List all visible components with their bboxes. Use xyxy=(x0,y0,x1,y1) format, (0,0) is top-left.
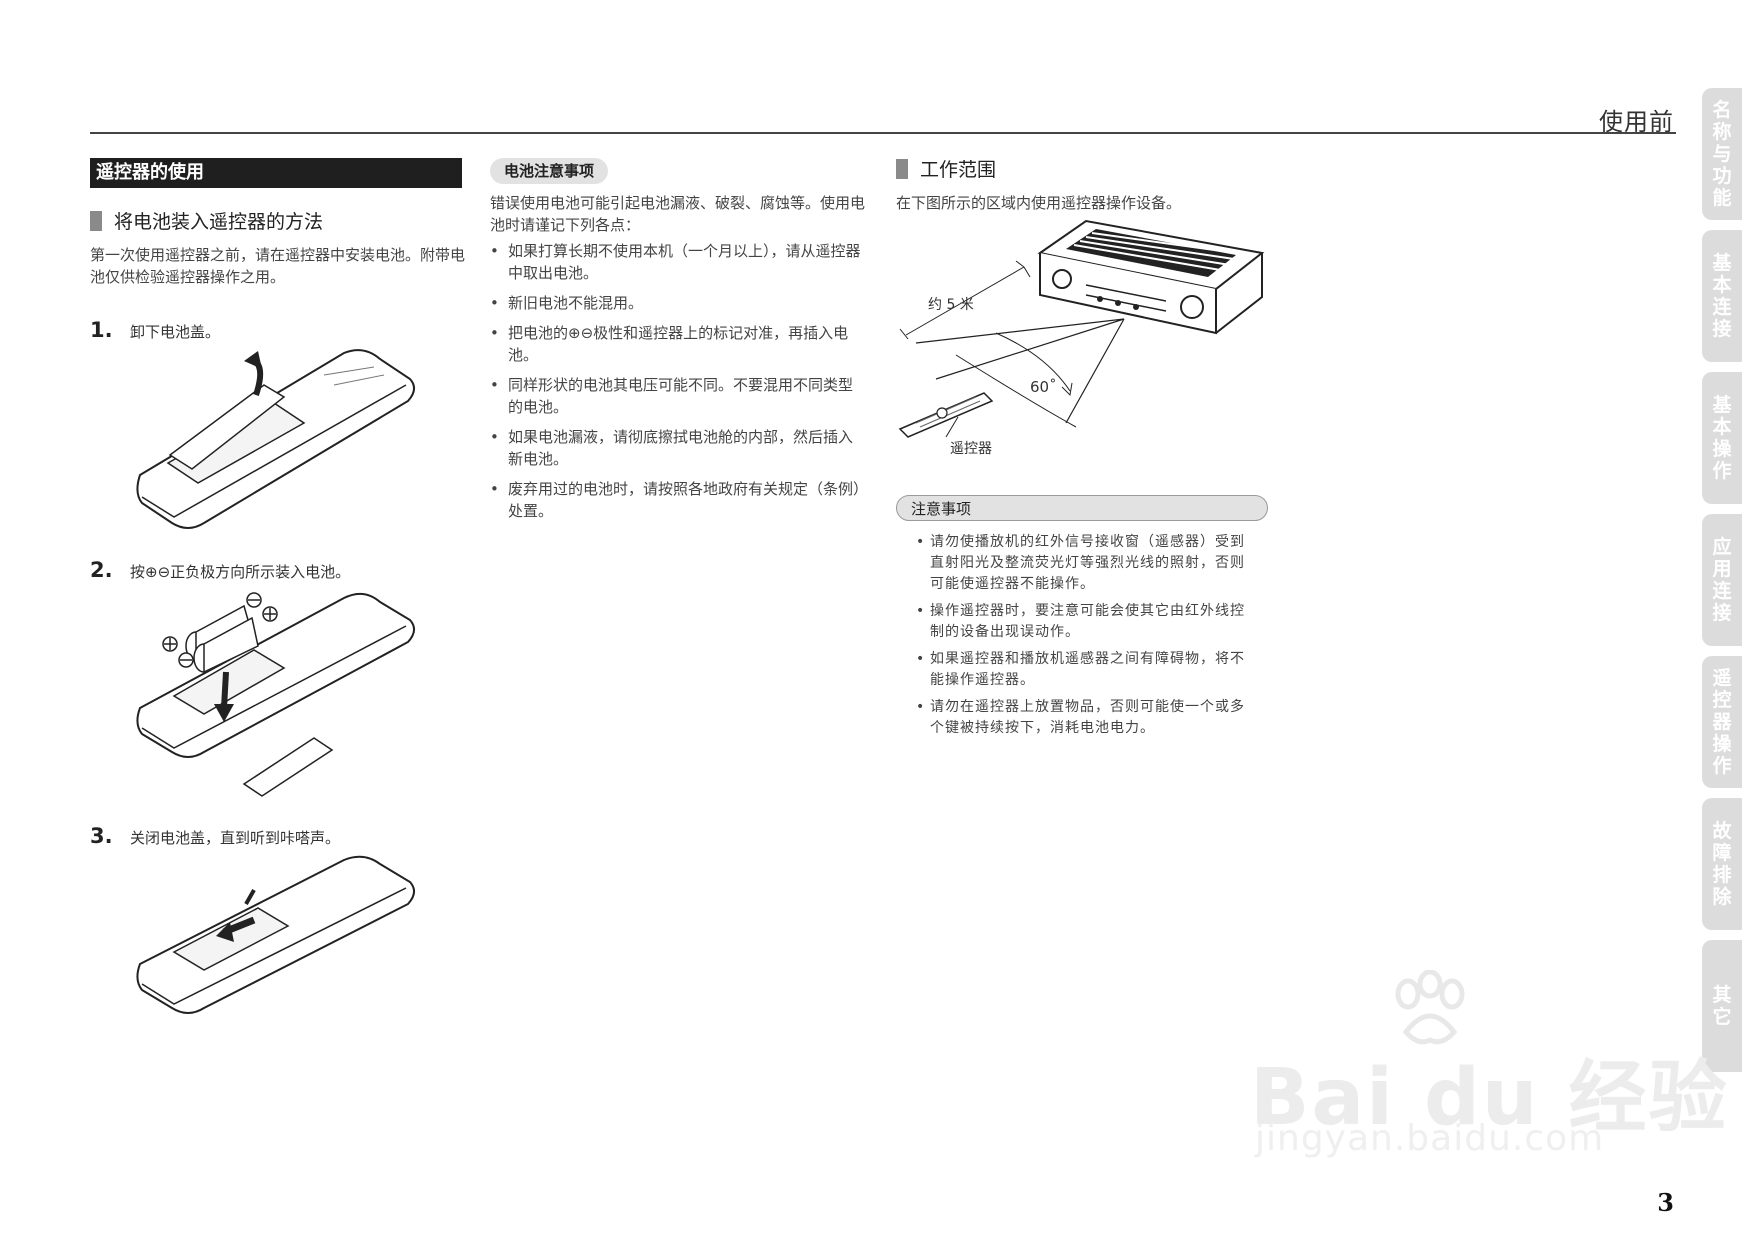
distance-label: 约 5 米 xyxy=(928,297,974,313)
tab-basic-operation[interactable]: 基本操作 xyxy=(1702,372,1742,504)
operating-range-diagram xyxy=(898,219,1265,438)
remote-label: 遥控器 xyxy=(950,441,992,457)
list-item: 操作遥控器时，要注意可能会使其它由红外线控制的设备出现误动作。 xyxy=(916,601,1256,643)
list-item: 把电池的⊕⊖极性和遥控器上的标记对准，再插入电池。 xyxy=(490,322,865,366)
step-number: 2. xyxy=(90,558,113,582)
step-2: 2. 按⊕⊖正负极方向所示装入电池。 xyxy=(90,556,350,584)
header-rule xyxy=(90,132,1676,134)
step-1: 1. 卸下电池盖。 xyxy=(90,316,220,344)
remote-close-cover-illustration xyxy=(136,855,415,1014)
battery-caution-list: 如果打算长期不使用本机（一个月以上），请从遥控器中取出电池。 新旧电池不能混用。… xyxy=(490,240,865,530)
tab-label: 名称与功能 xyxy=(1712,99,1732,209)
list-item: 废弃用过的电池时，请按照各地政府有关规定（条例）处置。 xyxy=(490,478,865,522)
range-heading: 工作范围 xyxy=(896,158,996,182)
page-number: 3 xyxy=(1657,1188,1674,1217)
tab-other[interactable]: 其它 xyxy=(1702,940,1742,1072)
watermark-brand: Bai du 经验 xyxy=(1250,1053,1729,1143)
tab-label: 应用连接 xyxy=(1712,536,1732,624)
heading-marker xyxy=(90,211,102,231)
section-label: 使用前 xyxy=(1599,108,1674,136)
tab-remote-operation[interactable]: 遥控器操作 xyxy=(1702,656,1742,788)
range-intro: 在下图所示的区域内使用遥控器操作设备。 xyxy=(896,194,1182,212)
step-number: 1. xyxy=(90,318,113,342)
notes-label: 注意事项 xyxy=(896,495,1268,521)
tab-names-functions[interactable]: 名称与功能 xyxy=(1702,88,1742,220)
watermark-url: jingyan.baidu.com xyxy=(1255,1118,1605,1159)
tab-basic-connection[interactable]: 基本连接 xyxy=(1702,230,1742,362)
angle-label: 60˚ xyxy=(1030,378,1057,396)
list-item: 同样形状的电池其电压可能不同。不要混用不同类型的电池。 xyxy=(490,374,865,418)
list-item: 请勿使播放机的红外信号接收窗（遥感器）受到直射阳光及整流荧光灯等强烈光线的照射，… xyxy=(916,532,1256,595)
tab-label: 基本操作 xyxy=(1712,394,1732,482)
remote-open-cover-illustration xyxy=(136,349,415,529)
tab-advanced-connection[interactable]: 应用连接 xyxy=(1702,514,1742,646)
step-3: 3. 关闭电池盖，直到听到咔嗒声。 xyxy=(90,822,340,850)
battery-heading-text: 将电池装入遥控器的方法 xyxy=(114,211,324,233)
tab-label: 遥控器操作 xyxy=(1712,667,1732,777)
list-item: 如果电池漏液，请彻底擦拭电池舱的内部，然后插入新电池。 xyxy=(490,426,865,470)
list-item: 如果打算长期不使用本机（一个月以上），请从遥控器中取出电池。 xyxy=(490,240,865,284)
tab-label: 故障排除 xyxy=(1712,820,1732,908)
tab-label: 基本连接 xyxy=(1712,252,1732,340)
tab-troubleshooting[interactable]: 故障排除 xyxy=(1702,798,1742,930)
battery-intro: 第一次使用遥控器之前，请在遥控器中安装电池。附带电池仅供检验遥控器操作之用。 xyxy=(90,246,466,286)
remote-insert-battery-illustration xyxy=(136,592,415,797)
battery-caution-label: 电池注意事项 xyxy=(490,158,609,184)
section-title-bar: 遥控器的使用 xyxy=(90,158,462,188)
step-number: 3. xyxy=(90,824,113,848)
notes-list: 请勿使播放机的红外信号接收窗（遥感器）受到直射阳光及整流荧光灯等强烈光线的照射，… xyxy=(916,532,1256,745)
list-item: 请勿在遥控器上放置物品，否则可能使一个或多个键被持续按下，消耗电池电力。 xyxy=(916,697,1256,739)
step-text: 按⊕⊖正负极方向所示装入电池。 xyxy=(130,563,351,581)
list-item: 如果遥控器和播放机遥感器之间有障碍物，将不能操作遥控器。 xyxy=(916,649,1256,691)
range-heading-text: 工作范围 xyxy=(920,159,997,181)
step-text: 关闭电池盖，直到听到咔嗒声。 xyxy=(130,829,341,847)
list-item: 新旧电池不能混用。 xyxy=(490,292,865,314)
paw-logo-icon xyxy=(1395,970,1465,1045)
step-text: 卸下电池盖。 xyxy=(130,323,221,341)
battery-heading: 将电池装入遥控器的方法 xyxy=(90,210,323,234)
heading-marker xyxy=(896,159,908,179)
tab-label: 其它 xyxy=(1712,984,1732,1028)
battery-caution-intro: 错误使用电池可能引起电池漏液、破裂、腐蚀等。使用电池时请谨记下列各点： xyxy=(490,194,866,234)
